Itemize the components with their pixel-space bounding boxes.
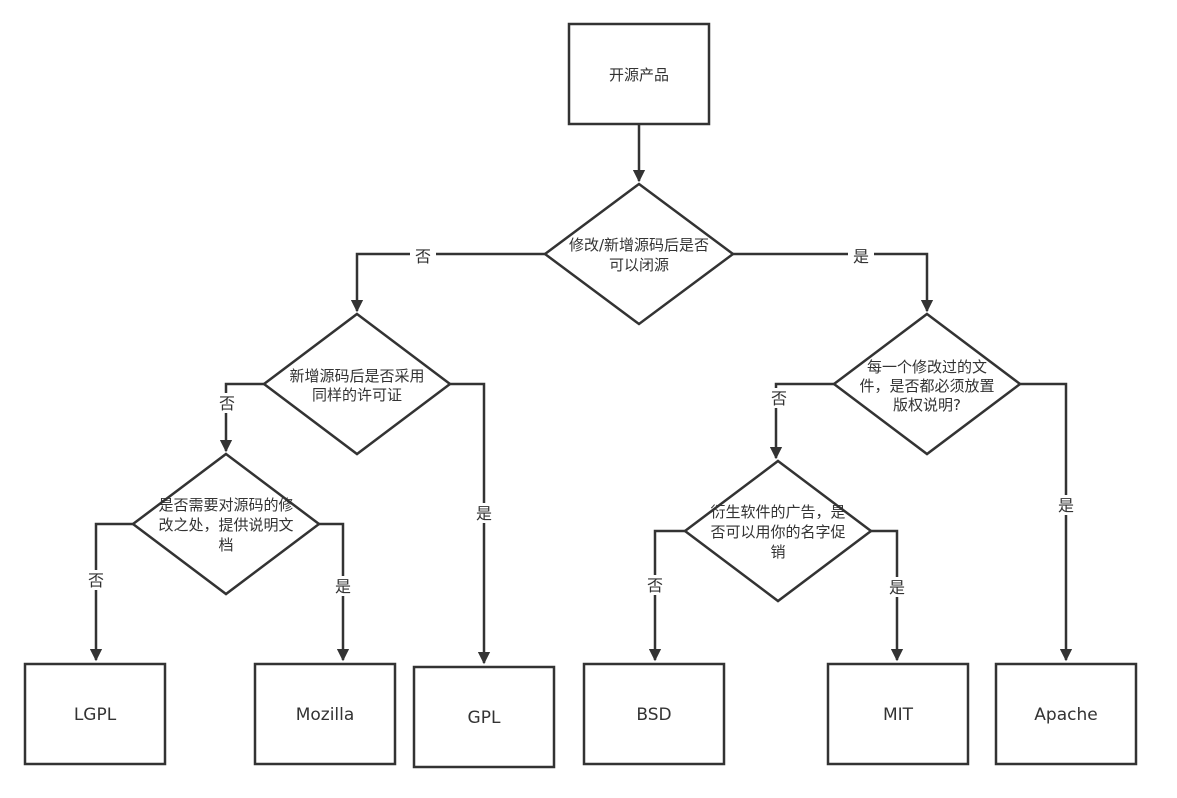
decision-copyright-line-1: 每一个修改过的文 — [867, 358, 987, 376]
leaf-mozilla-label: Mozilla — [296, 705, 355, 725]
decision-copyright: 每一个修改过的文 件，是否都必须放置 版权说明? — [831, 312, 1023, 456]
leaf-apache: Apache — [994, 662, 1138, 766]
decision-doc-changes: 是否需要对源码的修 改之处，提供说明文 档 — [130, 452, 322, 596]
label-same-yes: 是 — [476, 504, 492, 523]
label-name-yes: 是 — [889, 578, 905, 597]
node-root: 开源产品 — [567, 22, 711, 126]
label-same-no: 否 — [219, 394, 235, 413]
edge-name-no — [648, 529, 685, 662]
decision-close-source: 修改/新增源码后是否 可以闭源 — [542, 182, 736, 326]
node-root-label: 开源产品 — [609, 66, 669, 84]
edge-name-yes — [871, 529, 904, 662]
label-copy-no: 否 — [771, 389, 787, 408]
edge-close-yes — [733, 252, 934, 313]
decision-doc-changes-line-2: 改之处，提供说明文 — [158, 516, 293, 534]
decision-name-promo-line-3: 销 — [770, 543, 785, 561]
leaf-apache-label: Apache — [1034, 705, 1097, 725]
decision-name-promo: 衍生软件的广告，是 否可以用你的名字促 销 — [682, 459, 874, 603]
edge-close-no — [350, 252, 545, 313]
leaf-mit: MIT — [826, 662, 970, 766]
decision-close-source-line-1: 修改/新增源码后是否 — [569, 236, 709, 254]
label-doc-yes: 是 — [335, 577, 351, 596]
edge-doc-yes — [319, 522, 350, 662]
leaf-bsd-label: BSD — [636, 705, 671, 725]
decision-copyright-line-3: 版权说明? — [893, 396, 961, 414]
decision-doc-changes-line-1: 是否需要对源码的修 — [158, 496, 293, 514]
leaf-mozilla: Mozilla — [253, 662, 397, 766]
leaf-mit-label: MIT — [883, 705, 914, 725]
edge-same-yes — [450, 382, 491, 665]
decision-close-source-line-2: 可以闭源 — [609, 256, 669, 274]
edges — [89, 124, 1073, 665]
edge-labels: 否 是 否 是 否 是 否 是 否 是 — [83, 246, 1079, 597]
label-close-no: 否 — [415, 247, 431, 266]
decision-same-license-line-2: 同样的许可证 — [312, 386, 402, 404]
label-copy-yes: 是 — [1058, 496, 1074, 515]
edge-copy-no — [769, 382, 834, 460]
leaf-gpl-label: GPL — [468, 708, 501, 728]
edge-copy-yes — [1020, 382, 1073, 662]
leaf-lgpl: LGPL — [23, 662, 167, 766]
label-close-yes: 是 — [853, 247, 869, 266]
decision-same-license-line-1: 新增源码后是否采用 — [289, 367, 424, 385]
edge-doc-no — [89, 522, 133, 662]
decision-name-promo-line-2: 否可以用你的名字促 — [710, 523, 845, 541]
decision-doc-changes-line-3: 档 — [218, 536, 233, 554]
edge-same-no — [219, 382, 264, 453]
label-name-no: 否 — [647, 576, 663, 595]
leaf-lgpl-label: LGPL — [74, 705, 117, 725]
leaf-gpl: GPL — [412, 665, 556, 769]
decision-same-license: 新增源码后是否采用 同样的许可证 — [261, 312, 453, 456]
leaf-bsd: BSD — [582, 662, 726, 766]
decision-name-promo-line-1: 衍生软件的广告，是 — [710, 503, 845, 521]
decision-copyright-line-2: 件，是否都必须放置 — [859, 377, 994, 395]
label-doc-no: 否 — [88, 571, 104, 590]
